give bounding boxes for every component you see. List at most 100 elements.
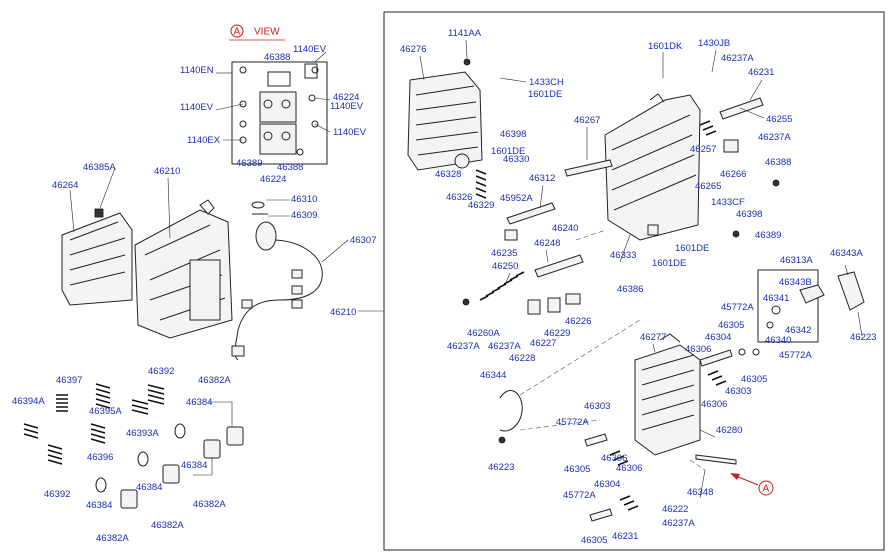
part-labels: 1140EV 1140EN 46388 46224 1140EV 1140EV … [12,28,876,546]
label-46386: 46386 [617,284,643,295]
label-46276: 46276 [400,44,426,55]
label-46382a-a: 46382A [198,375,231,386]
label-46210-a: 46210 [154,166,180,177]
valve-spools-upper [454,97,780,315]
label-1140ex: 1140EX [187,135,221,146]
separator-plate [407,58,483,171]
label-46266: 46266 [720,169,746,180]
label-46227: 46227 [530,338,556,349]
label-46224-b: 46224 [260,174,286,185]
label-46237a-c: 46237A [447,341,480,352]
label-1433ch: 1433CH [529,77,564,88]
label-46255: 46255 [766,114,792,125]
label-46305-d: 46305 [581,535,607,546]
label-46388-c: 46388 [765,157,791,168]
label-45952a: 45952A [500,193,533,204]
dashed-leaders [519,229,706,471]
label-1140ev-d: 1140EV [333,127,367,138]
label-46231-b: 46231 [612,531,638,542]
label-1601de-c: 1601DE [675,243,709,254]
view-a-arrow: A [730,473,774,496]
label-46305-c: 46305 [564,464,590,475]
label-46384-b: 46384 [181,460,207,471]
label-46306-a: 46306 [685,344,711,355]
label-46267: 46267 [574,115,600,126]
label-46248: 46248 [534,238,560,249]
label-46304-a: 46304 [705,332,731,343]
label-46305-b: 46305 [741,374,767,385]
label-46229: 46229 [544,328,570,339]
label-46237a-b: 46237A [758,132,791,143]
label-46306-b: 46306 [701,399,727,410]
label-46222: 46222 [662,504,688,515]
label-46342: 46342 [785,325,811,336]
label-46389-b: 46389 [755,230,781,241]
label-46309: 46309 [291,210,317,221]
label-46307: 46307 [350,235,376,246]
view-a-letter: A [234,27,241,38]
label-46396: 46396 [87,452,113,463]
sub-valve-body [634,333,737,465]
valve-body-assembly-left [61,199,233,339]
main-valve-body [604,93,701,241]
label-46384-c: 46384 [136,482,162,493]
label-46312: 46312 [529,173,555,184]
label-46392-a: 46392 [148,366,174,377]
label-46389-a: 46389 [236,158,262,169]
label-46388-b: 46388 [277,162,303,173]
arrow-a-letter: A [763,484,770,495]
label-46310: 46310 [291,194,317,205]
label-46264: 46264 [52,180,78,191]
label-46237a-a: 46237A [721,53,754,64]
label-46280: 46280 [716,425,742,436]
label-46340: 46340 [765,335,791,346]
label-46237a-e: 46237A [662,518,695,529]
label-46348: 46348 [687,487,713,498]
label-46250: 46250 [492,261,518,272]
wire-harness [231,201,323,361]
label-1140ev-c: 1140EV [330,101,364,112]
label-1433cf: 1433CF [711,197,745,208]
solenoid-group [757,269,865,343]
label-46240: 46240 [552,223,578,234]
label-46237a-d: 46237A [488,341,521,352]
label-45772a-b: 45772A [779,350,812,361]
label-46343b: 46343B [779,277,812,288]
label-46226: 46226 [565,316,591,327]
label-46398-a: 46398 [500,129,526,140]
label-46329: 46329 [468,200,494,211]
view-a-circle [230,24,244,38]
label-46344: 46344 [480,370,506,381]
label-46384-d: 46384 [86,500,112,511]
label-46333: 46333 [610,250,636,261]
label-46385a: 46385A [83,162,116,173]
label-45772a-c: 45772A [556,417,589,428]
label-1601de-d: 1601DE [652,258,686,269]
label-1140ev-b: 1140EV [180,102,214,113]
label-46343a: 46343A [830,248,863,259]
detail-frame [383,11,885,551]
leader-lines [69,39,863,499]
label-46260a: 46260A [467,328,500,339]
label-46303-b: 46303 [584,401,610,412]
lower-left-parts [23,383,244,509]
label-1140ev-a: 1140EV [293,44,327,55]
label-1141aa: 1141AA [448,28,482,39]
label-46306-d: 46306 [616,463,642,474]
label-46210-b: 46210 [330,307,356,318]
view-a-detail: A VIEW [229,24,328,165]
label-46303-a: 46303 [725,386,751,397]
label-46328: 46328 [435,169,461,180]
label-46257: 46257 [690,144,716,155]
label-46223-b: 46223 [488,462,514,473]
label-46388-a: 46388 [264,52,290,63]
label-46395a: 46395A [89,406,122,417]
label-46265: 46265 [695,181,721,192]
label-46394a: 46394A [12,396,45,407]
label-1601dk: 1601DK [648,41,683,52]
label-46305-a: 46305 [718,320,744,331]
label-46313a: 46313A [780,255,813,266]
label-46326: 46326 [446,192,472,203]
label-46384-a: 46384 [186,397,212,408]
